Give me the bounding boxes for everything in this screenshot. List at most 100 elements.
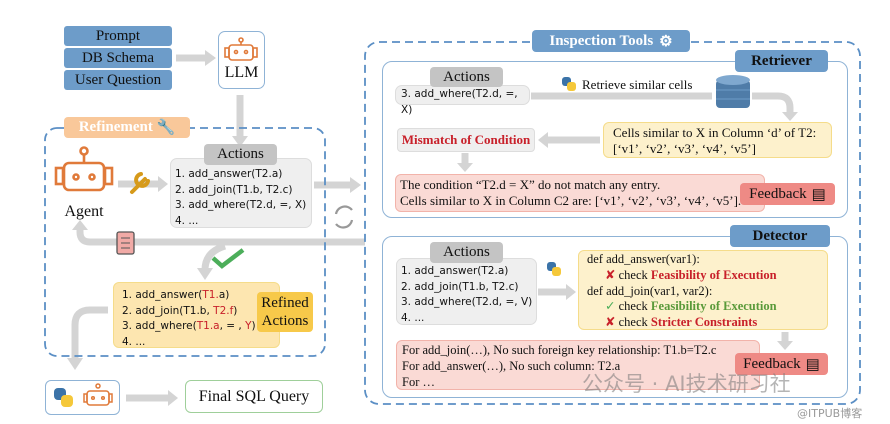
inspection-frame (364, 41, 861, 405)
t: Feasibility of Execution (650, 299, 777, 314)
mismatch-label: Mismatch of Condition (397, 128, 535, 152)
retriever-actions-label: Actions (430, 67, 503, 87)
t: , = , (219, 320, 246, 332)
t: Stricter Constraints (650, 315, 758, 330)
input-user-question: User Question (64, 70, 172, 90)
check-row: ✘ check Stricter Constraints (587, 315, 827, 331)
hl: T1. (202, 289, 219, 301)
wrench-icon (130, 172, 150, 194)
refined-item: 2. add_join(T1.b, T2.f) (122, 304, 279, 320)
retriever-feedback-label: Feedback▤ (740, 183, 835, 205)
cross-icon: ✘ (605, 267, 616, 282)
python-icon-retriever (562, 77, 576, 91)
llm-label: LLM (224, 64, 259, 81)
t: 3. add_where( (122, 320, 197, 332)
t: check (618, 267, 648, 282)
python-icon-final (54, 388, 73, 407)
action-item: 2. add_join(T1.b, T2.c) (175, 183, 293, 196)
detector-label: Detector (730, 225, 830, 247)
inspection-tools-label: Inspection Tools ⚙ (532, 30, 690, 52)
detector-feedback-label: Feedback▤ (735, 353, 828, 375)
robot-icon-agent (54, 146, 114, 192)
refresh-icon (334, 205, 354, 229)
retriever-action: 3. add_where(T2.d, =, X) (395, 85, 530, 116)
gear-icon: ⚙ (659, 33, 673, 50)
input-prompt: Prompt (64, 26, 172, 46)
similar-cells-box: Cells similar to X in Column ‘d’ of T2:[… (603, 122, 832, 158)
check-icon (211, 248, 245, 269)
hl: Y (245, 320, 252, 332)
detector-checks-box: def add_answer(var1): ✘ check Feasibilit… (578, 250, 828, 330)
watermark-corner: @ITPUB博客 (797, 407, 863, 420)
action-item: 3. add_where(T2.d, =, X) (175, 199, 307, 211)
checklist-icon (116, 231, 135, 255)
t: Inspection Tools (549, 32, 654, 49)
t: For … (402, 375, 435, 389)
t: a) (218, 289, 230, 301)
action-item: 4. ... (175, 214, 199, 227)
t: check (618, 315, 648, 330)
retrieve-text: Retrieve similar cells (582, 77, 693, 92)
t: Cells similar to X in Column C2 are: [‘v… (400, 193, 742, 208)
t: The condition “T2.d = X” do not match an… (400, 177, 661, 192)
check-row: ✓ check Feasibility of Execution (587, 299, 827, 315)
cross-icon: ✘ (605, 315, 616, 330)
arrow-db-cells (752, 92, 794, 112)
t: Feasibility of Execution (650, 267, 777, 282)
t: [‘v1’, ‘v2’, ‘v3’, ‘v4’, ‘v5’] (613, 141, 756, 156)
refined-item: 3. add_where(T1.a, = , Y) (122, 319, 279, 335)
check-row: ✘ check Feasibility of Execution (587, 268, 827, 284)
action-item: 3. add_where(T2.d, =, V) (401, 296, 533, 308)
detector-actions-box: 1. add_answer(T2.a) 2. add_join(T1.b, T2… (396, 258, 537, 325)
action-item: 2. add_join(T1.b, T2.c) (401, 280, 519, 293)
hl: T2.f (213, 304, 234, 317)
detector-panel (382, 236, 848, 398)
t: Feedback (743, 355, 801, 372)
refined-item: 4. ... (122, 335, 146, 348)
refined-item: 1. add_answer(T1.a) (122, 288, 279, 304)
watermark: 公众号 · AI技术研习社 (582, 372, 791, 396)
refined-actions-box: 1. add_answer(T1.a) 2. add_join(T1.b, T2… (113, 282, 280, 348)
def-line: def add_join(var1, var2): (587, 283, 713, 298)
refinement-frame (44, 127, 326, 357)
check-icon: ✓ (605, 299, 616, 314)
arrow-feedback-agent (76, 228, 365, 246)
actions-label: Actions (204, 144, 277, 165)
t: For add_answer(…), No such column: T2.a (402, 359, 621, 373)
t: Actions (261, 313, 309, 329)
action-item: 1. add_answer(T2.a) (401, 265, 509, 277)
input-db-schema: DB Schema (64, 48, 172, 68)
t: 1. add_answer( (122, 289, 203, 301)
refinement-label: Refinement 🔧 (64, 117, 190, 138)
retriever-label: Retriever (735, 50, 828, 72)
robot-icon-final (83, 383, 113, 406)
t: 2. add_join(T1.b, (122, 304, 214, 317)
arrow-to-refined (201, 242, 227, 271)
retriever-panel (382, 61, 848, 218)
action-item: 1. add_answer(T2.a) (175, 168, 283, 180)
retriever-feedback-box: The condition “T2.d = X” do not match an… (395, 174, 765, 212)
detector-actions-label: Actions (430, 242, 503, 263)
detector-feedback-box: For add_join(…), No such foreign key rel… (396, 340, 760, 390)
llm-box (218, 31, 265, 89)
agent-label: Agent (64, 203, 104, 220)
robot-icon-llm (224, 37, 258, 61)
arrow-refined-final (71, 306, 108, 360)
python-icon-detector (547, 262, 561, 276)
t: Cells similar to X in Column ‘d’ of T2: (613, 125, 817, 140)
t: Refined (261, 295, 309, 311)
t: ) (251, 320, 256, 332)
t: ) (233, 304, 238, 317)
wrench-icon: 🔧 (156, 120, 176, 136)
checklist-icon: ▤ (811, 186, 826, 203)
checklist-icon: ▤ (805, 356, 820, 373)
database-icon-retriever (716, 75, 750, 108)
actions-box: 1. add_answer(T2.a) 2. add_join(T1.b, T2… (170, 158, 312, 228)
python-agent-box (45, 380, 120, 415)
final-sql-query: Final SQL Query (185, 380, 323, 413)
def-line: def add_answer(var1): (587, 252, 700, 266)
hl: T1.a (196, 320, 220, 332)
t: For add_join(…), No such foreign key rel… (402, 343, 717, 357)
